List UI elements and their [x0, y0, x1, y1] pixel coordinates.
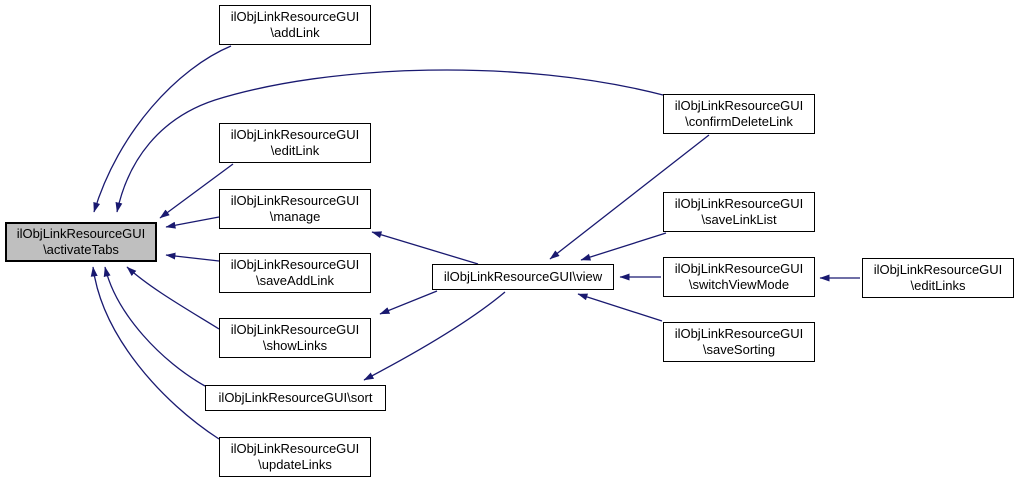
- node-saveaddlink[interactable]: ilObjLinkResourceGUI \saveAddLink: [219, 253, 371, 293]
- node-editlinks-method: \editLinks: [910, 278, 966, 293]
- node-editlinks[interactable]: ilObjLinkResourceGUI \editLinks: [862, 258, 1014, 298]
- node-savesorting-method: \saveSorting: [702, 342, 776, 357]
- node-addlink-class: ilObjLinkResourceGUI: [230, 9, 360, 24]
- edge-sort-to-activatetabs: [103, 266, 206, 387]
- node-activatetabs-class: ilObjLinkResourceGUI: [16, 226, 146, 241]
- edge-editlink-to-activatetabs: [159, 163, 234, 219]
- edge-addlink-to-activatetabs: [93, 45, 232, 213]
- node-editlink-method: \editLink: [270, 143, 320, 158]
- edge-view-to-manage: [371, 231, 479, 265]
- node-view[interactable]: ilObjLinkResourceGUI\view: [432, 264, 614, 290]
- edge-updatelinks-to-activatetabs: [90, 266, 220, 440]
- node-editlinks-class: ilObjLinkResourceGUI: [873, 262, 1003, 277]
- node-showlinks[interactable]: ilObjLinkResourceGUI \showLinks: [219, 318, 371, 358]
- node-editlink-class: ilObjLinkResourceGUI: [230, 127, 360, 142]
- node-updatelinks-class: ilObjLinkResourceGUI: [230, 441, 360, 456]
- edge-view-to-showlinks: [379, 290, 438, 315]
- node-savelinklist[interactable]: ilObjLinkResourceGUI \saveLinkList: [663, 192, 815, 232]
- node-editlink[interactable]: ilObjLinkResourceGUI \editLink: [219, 123, 371, 163]
- node-sort[interactable]: ilObjLinkResourceGUI\sort: [205, 385, 386, 411]
- node-savesorting-class: ilObjLinkResourceGUI: [674, 326, 804, 341]
- node-manage-class: ilObjLinkResourceGUI: [230, 193, 360, 208]
- node-addlink[interactable]: ilObjLinkResourceGUI \addLink: [219, 5, 371, 45]
- node-updatelinks-method: \updateLinks: [258, 457, 332, 472]
- node-confirmdeletelink-method: \confirmDeleteLink: [685, 114, 793, 129]
- edge-showlinks-to-activatetabs: [126, 266, 220, 330]
- node-switchviewmode[interactable]: ilObjLinkResourceGUI \switchViewMode: [663, 257, 815, 297]
- node-confirmdeletelink-class: ilObjLinkResourceGUI: [674, 98, 804, 113]
- edge-confirmdeletelink-to-view: [549, 134, 710, 260]
- node-manage[interactable]: ilObjLinkResourceGUI \manage: [219, 189, 371, 229]
- node-savesorting[interactable]: ilObjLinkResourceGUI \saveSorting: [663, 322, 815, 362]
- edge-savelinklist-to-view: [580, 232, 667, 261]
- node-switchviewmode-class: ilObjLinkResourceGUI: [674, 261, 804, 276]
- edge-saveaddlink-to-activatetabs: [165, 252, 220, 262]
- node-savelinklist-class: ilObjLinkResourceGUI: [674, 196, 804, 211]
- node-view-label: ilObjLinkResourceGUI\view: [443, 269, 603, 284]
- node-showlinks-method: \showLinks: [262, 338, 328, 353]
- node-saveaddlink-method: \saveAddLink: [255, 273, 335, 288]
- edge-savesorting-to-view: [577, 293, 663, 322]
- node-manage-method: \manage: [269, 209, 321, 224]
- node-saveaddlink-class: ilObjLinkResourceGUI: [230, 257, 360, 272]
- node-activatetabs-method: \activateTabs: [43, 242, 119, 257]
- node-activatetabs: ilObjLinkResourceGUI \activateTabs: [5, 222, 157, 262]
- node-savelinklist-method: \saveLinkList: [701, 212, 777, 227]
- node-updatelinks[interactable]: ilObjLinkResourceGUI \updateLinks: [219, 437, 371, 477]
- node-addlink-method: \addLink: [270, 25, 320, 40]
- edge-manage-to-activatetabs: [165, 216, 220, 229]
- node-confirmdeletelink[interactable]: ilObjLinkResourceGUI \confirmDeleteLink: [663, 94, 815, 134]
- edge-view-to-sort: [363, 291, 506, 381]
- node-showlinks-class: ilObjLinkResourceGUI: [230, 322, 360, 337]
- node-switchviewmode-method: \switchViewMode: [688, 277, 790, 292]
- node-sort-label: ilObjLinkResourceGUI\sort: [218, 390, 373, 405]
- edge-confirmdeletelink-to-activatetabs: [115, 69, 664, 213]
